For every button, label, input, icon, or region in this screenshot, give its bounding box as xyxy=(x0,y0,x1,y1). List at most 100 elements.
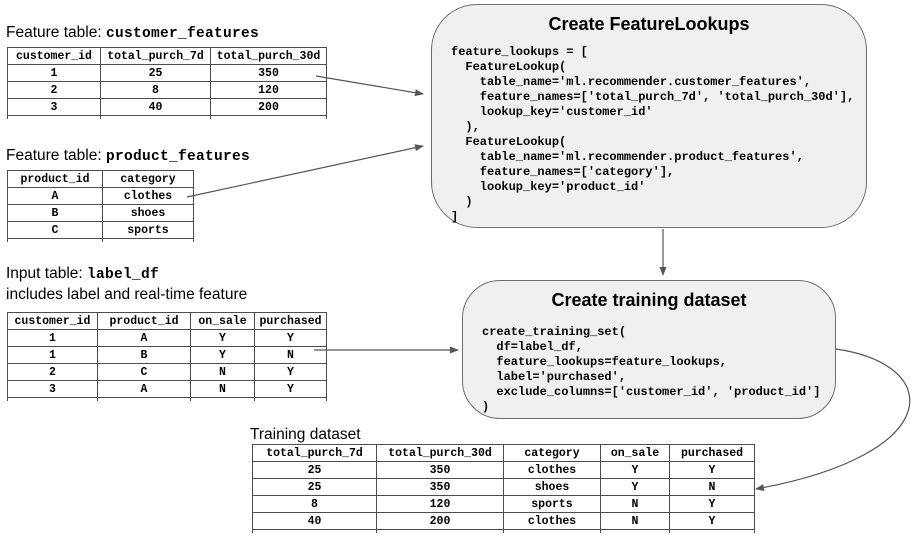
stub-cell xyxy=(97,397,191,401)
table-cell: Y xyxy=(600,461,670,479)
table-cell: clothes xyxy=(503,512,601,530)
table-cell: B xyxy=(7,204,103,222)
table-cell: Y xyxy=(254,329,327,347)
table-cell: 120 xyxy=(376,495,504,513)
stub-cell xyxy=(254,397,327,401)
table-cell: N xyxy=(600,495,670,513)
arrow-customer-features-to-lookups xyxy=(315,75,424,97)
stub-cell xyxy=(503,529,601,533)
table-cell: 200 xyxy=(376,512,504,530)
table-cell: 25 xyxy=(100,64,211,82)
table-cell: 40 xyxy=(252,512,377,530)
table-cell: C xyxy=(7,221,103,239)
table-cell: Y xyxy=(600,478,670,496)
table-cell: 350 xyxy=(376,461,504,479)
stub-cell xyxy=(100,115,211,119)
table-cell: 8 xyxy=(252,495,377,513)
column-header: on_sale xyxy=(190,312,255,330)
table-cell: shoes xyxy=(102,204,194,222)
table-cell: 120 xyxy=(210,81,327,99)
table-cell: 1 xyxy=(7,346,98,364)
column-header: product_id xyxy=(97,312,191,330)
table-cell: 2 xyxy=(7,363,98,381)
table-cell: 350 xyxy=(210,64,327,82)
table-cell: Y xyxy=(254,363,327,381)
table-cell: 8 xyxy=(100,81,211,99)
column-header: total_purch_7d xyxy=(252,444,377,462)
caption-table-name: product_features xyxy=(105,149,250,165)
stub-cell xyxy=(252,529,377,533)
caption-prefix: Feature table: xyxy=(6,147,106,164)
stub-cell xyxy=(376,529,504,533)
table-cell: Y xyxy=(669,461,755,479)
stub-cell xyxy=(190,397,255,401)
create-featurelookups-box: Create FeatureLookups feature_lookups = … xyxy=(431,4,867,228)
table-cell: N xyxy=(600,512,670,530)
column-header: total_purch_30d xyxy=(210,47,327,65)
caption-table-name: label_df xyxy=(87,267,160,283)
table-cell: 1 xyxy=(7,64,101,82)
table-cell: 3 xyxy=(7,380,98,398)
column-header: customer_id xyxy=(7,312,98,330)
column-header: customer_id xyxy=(7,47,101,65)
stub-cell xyxy=(210,115,327,119)
table-cell: 40 xyxy=(100,98,211,116)
table-cell: clothes xyxy=(102,187,194,205)
table-cell: N xyxy=(190,380,255,398)
cropped-row-stub xyxy=(7,115,327,119)
table-cell: A xyxy=(97,329,191,347)
column-header: total_purch_7d xyxy=(100,47,211,65)
stub-cell xyxy=(669,529,755,533)
table-cell: N xyxy=(669,478,755,496)
column-header: category xyxy=(102,170,194,188)
box-title: Create training dataset xyxy=(551,290,747,310)
table-cell: N xyxy=(254,346,327,364)
column-header: purchased xyxy=(254,312,327,330)
table-cell: 1 xyxy=(7,329,98,347)
table-cell: Y xyxy=(669,512,755,530)
table-cell: Y xyxy=(190,346,255,364)
column-header: category xyxy=(503,444,601,462)
table-cell: 25 xyxy=(252,478,377,496)
caption-customer-features: Feature table: customer_features xyxy=(6,23,259,44)
table-cell: Y xyxy=(669,495,755,513)
table-cell: 350 xyxy=(376,478,504,496)
stub-cell xyxy=(7,397,98,401)
table-cell: 3 xyxy=(7,98,101,116)
cropped-row-stub xyxy=(252,529,755,533)
table-cell: Y xyxy=(190,329,255,347)
caption-label-df: Input table: label_df includes label and… xyxy=(6,264,247,304)
stub-cell xyxy=(7,115,101,119)
cropped-row-stub xyxy=(7,397,327,401)
caption-line1: Input table: label_df xyxy=(6,264,247,285)
training-dataset-code: create_training_set( df=label_df, featur… xyxy=(482,325,821,414)
table-cell: N xyxy=(190,363,255,381)
caption-prefix: Feature table: xyxy=(6,24,106,41)
column-header: total_purch_30d xyxy=(376,444,504,462)
caption-product-features: Feature table: product_features xyxy=(6,146,250,167)
stub-cell xyxy=(102,238,194,242)
featurelookups-code: feature_lookups = [ FeatureLookup( table… xyxy=(451,45,855,224)
stub-cell xyxy=(7,238,103,242)
table-cell: Y xyxy=(254,380,327,398)
